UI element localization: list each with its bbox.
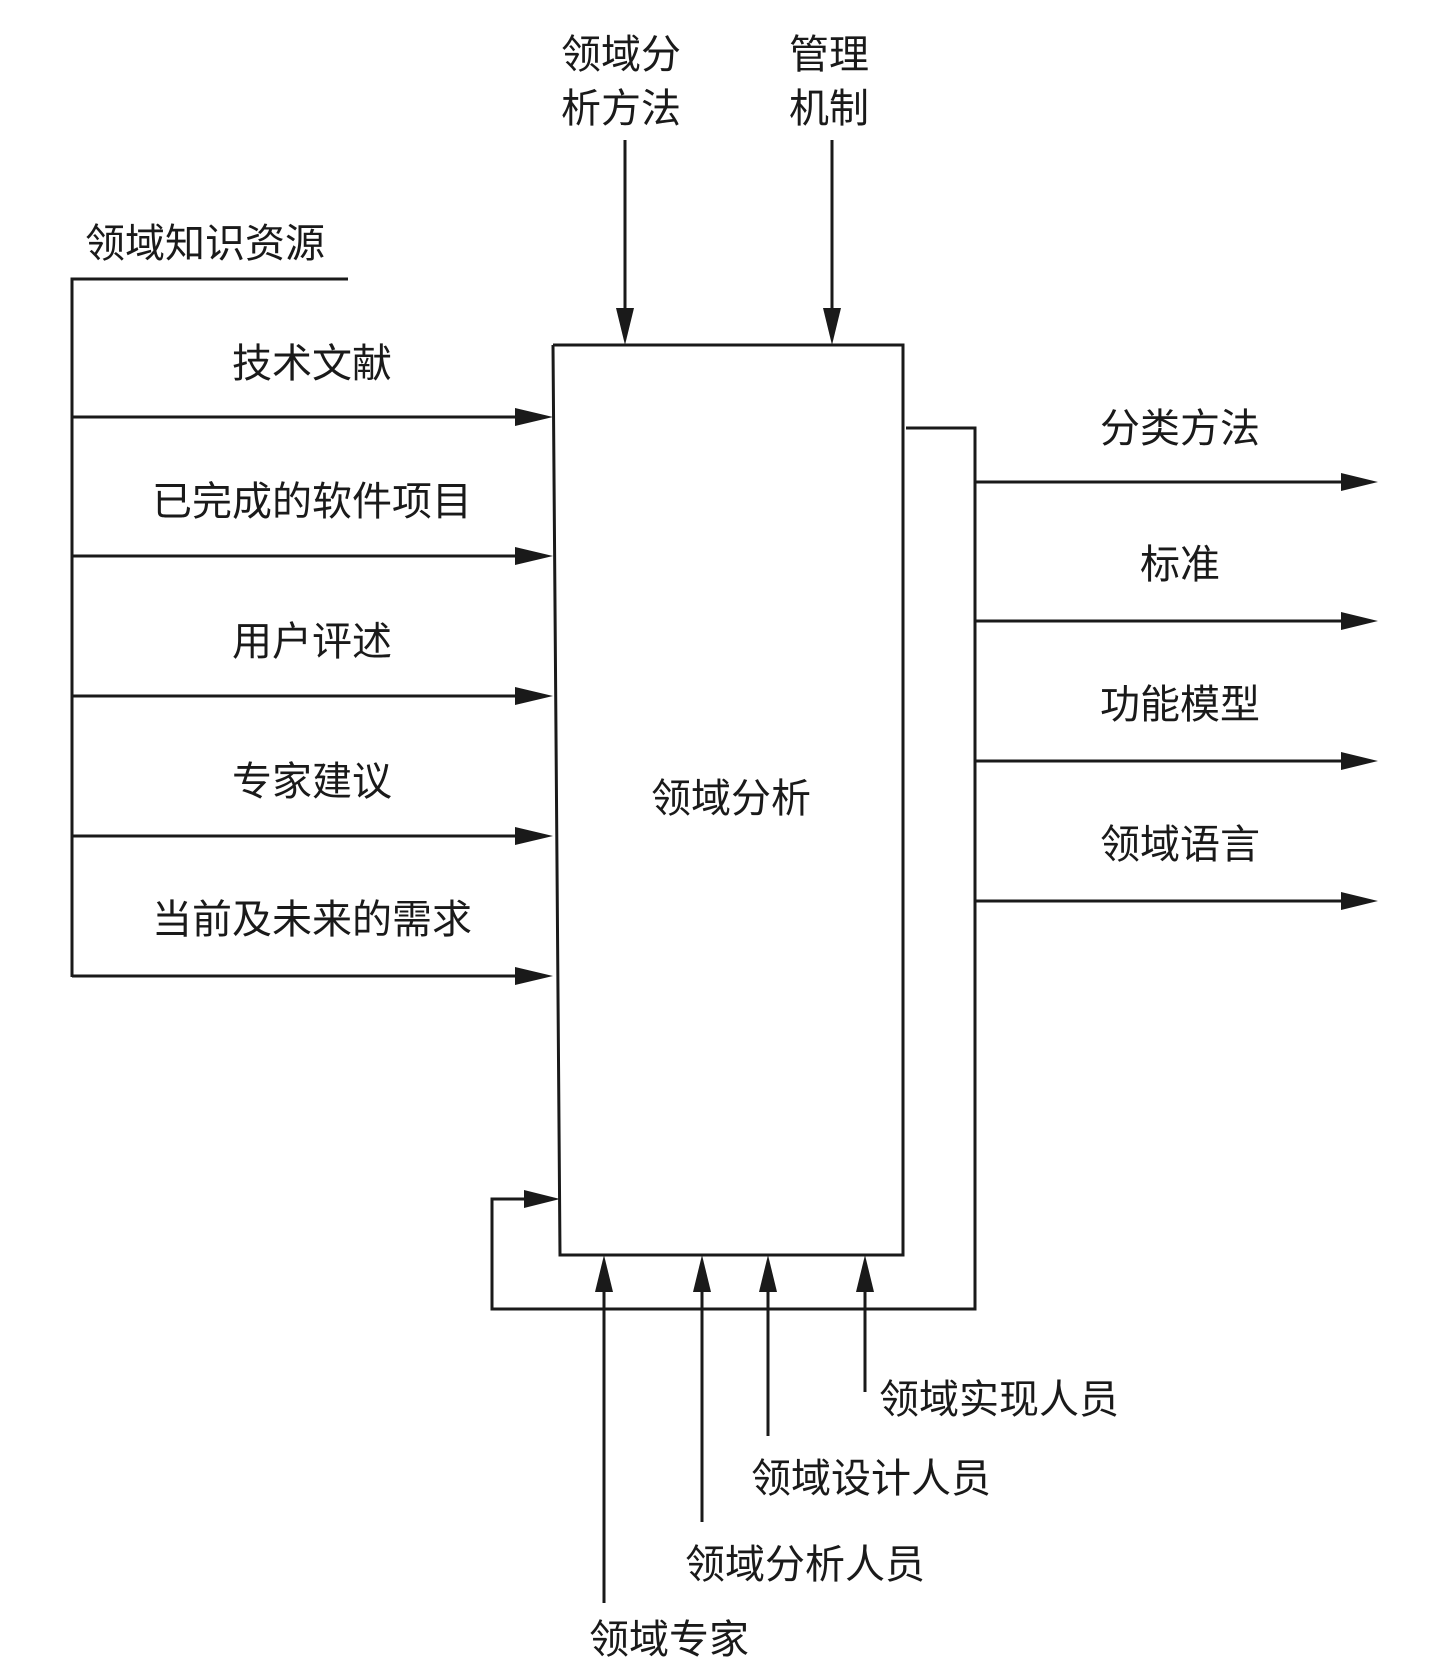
input-label-completed-projects: 已完成的软件项目: [152, 479, 472, 525]
output-arrowhead: [1341, 892, 1378, 910]
management-label-line1: 管理: [789, 32, 869, 78]
output-label-functional-model: 功能模型: [1100, 682, 1260, 728]
role-arrowhead: [693, 1255, 711, 1292]
output-label-classification: 分类方法: [1100, 406, 1260, 452]
input-arrowhead: [515, 827, 553, 845]
knowledge-source-bracket: [70, 277, 348, 977]
process-box-fill: [553, 345, 903, 1255]
input-arrowhead: [515, 408, 553, 426]
input-label-requirements: 当前及未来的需求: [152, 897, 472, 943]
output-arrowhead: [1341, 612, 1378, 630]
role-arrowhead: [595, 1255, 613, 1292]
role-arrowhead: [759, 1255, 777, 1292]
management-arrowhead: [823, 308, 841, 345]
input-label-tech-docs: 技术文献: [232, 341, 392, 387]
output-arrowhead: [1341, 752, 1378, 770]
role-label-analyst: 领域分析人员: [685, 1542, 925, 1588]
feedback-arrowhead: [524, 1190, 560, 1208]
role-label-designer: 领域设计人员: [751, 1456, 991, 1502]
role-label-expert: 领域专家: [589, 1617, 749, 1663]
method-label-line2: 析方法: [561, 86, 681, 132]
input-label-expert-advice: 专家建议: [232, 759, 392, 805]
input-arrowhead: [515, 687, 553, 705]
output-label-standards: 标准: [1140, 542, 1220, 588]
feedback-loop-line: [490, 426, 977, 1311]
management-label-line2: 机制: [789, 86, 869, 132]
output-arrowhead: [1341, 473, 1378, 491]
role-arrowhead: [856, 1255, 874, 1292]
method-arrowhead: [616, 308, 634, 345]
input-arrowhead: [515, 547, 553, 565]
output-label-domain-language: 领域语言: [1100, 822, 1260, 868]
process-label: 领域分析: [651, 776, 811, 822]
input-arrowhead: [515, 967, 553, 985]
input-label-user-reviews: 用户评述: [232, 619, 392, 665]
method-label-line1: 领域分: [561, 32, 681, 78]
process-box: [551, 343, 905, 1257]
knowledge-source-title: 领域知识资源: [85, 221, 325, 267]
role-label-implementer: 领域实现人员: [879, 1377, 1119, 1423]
